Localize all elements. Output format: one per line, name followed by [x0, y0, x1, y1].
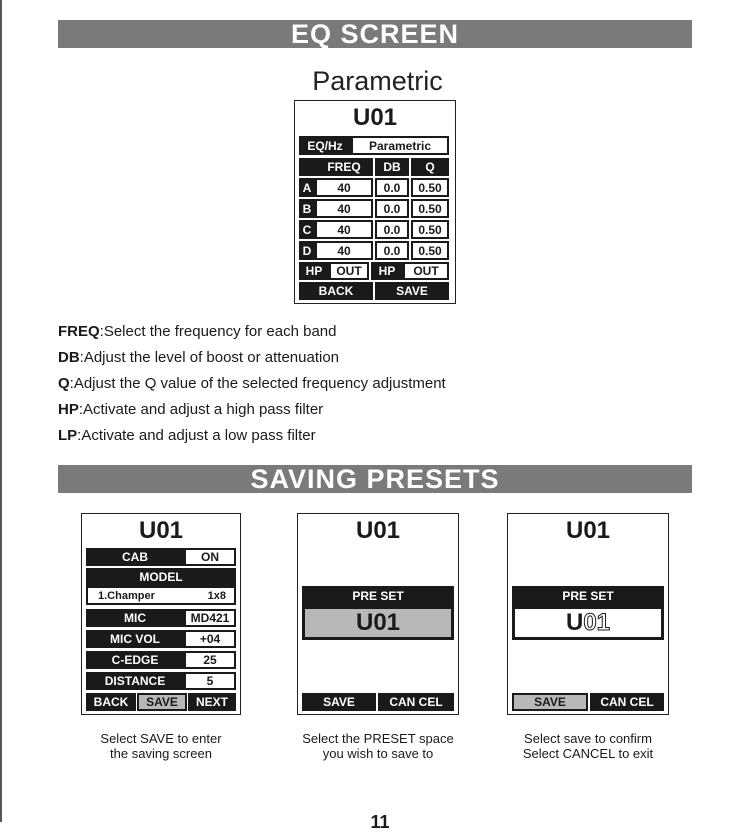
mic-value[interactable]: MD421	[184, 609, 236, 627]
model-value[interactable]: 1.Champer 1x8	[86, 586, 236, 605]
band-db-value[interactable]: 0.0	[375, 220, 409, 239]
preset-screen-1: U01 CAB ON MODEL 1.Champer 1x8 MIC MD421…	[81, 513, 241, 715]
band-freq-value[interactable]: 40	[315, 178, 373, 197]
screen1-title: U01	[138, 517, 184, 544]
freq-header: FREQ	[315, 158, 373, 176]
preset-screen-2: U01 PRE SET U01 SAVE CAN CEL	[297, 513, 459, 715]
screen3-title: U01	[565, 517, 611, 544]
next-button[interactable]: NEXT	[188, 693, 236, 711]
model-label: MODEL	[86, 568, 236, 586]
eq-screen-title: U01	[352, 104, 398, 131]
desc-freq: FREQ:Select the frequency for each band	[58, 323, 337, 340]
hp-value-2[interactable]: OUT	[403, 262, 449, 280]
preset-value-solid: U	[565, 609, 584, 636]
desc-q: Q:Adjust the Q value of the selected fre…	[58, 375, 446, 392]
band-label: B	[299, 199, 315, 218]
save-button[interactable]: SAVE	[302, 693, 376, 711]
screen2-title: U01	[355, 517, 401, 544]
save-button[interactable]: SAVE	[375, 282, 449, 300]
screen2-caption: Select the PRESET space you wish to save…	[302, 731, 454, 761]
distance-label: DISTANCE	[86, 672, 184, 690]
eq-hz-label: EQ/Hz	[299, 136, 351, 155]
preset-value[interactable]: U01	[302, 606, 454, 640]
c-edge-value[interactable]: 25	[184, 651, 236, 669]
band-q-value[interactable]: 0.50	[411, 199, 449, 218]
back-button[interactable]: BACK	[86, 693, 136, 711]
cancel-button[interactable]: CAN CEL	[378, 693, 454, 711]
eq-screen-banner: EQ SCREEN	[58, 20, 692, 49]
cancel-button[interactable]: CAN CEL	[590, 693, 664, 711]
page-edge-line	[0, 0, 2, 822]
preset-value-outline: 01	[583, 609, 611, 637]
c-edge-label: C-EDGE	[86, 651, 184, 669]
back-button[interactable]: BACK	[299, 282, 373, 300]
band-freq-value[interactable]: 40	[315, 220, 373, 239]
cab-value[interactable]: ON	[184, 548, 236, 566]
preset-label: PRE SET	[302, 586, 454, 606]
screen1-caption: Select SAVE to enter the saving screen	[100, 731, 222, 761]
preset-label: PRE SET	[512, 586, 664, 606]
eq-subtitle: Parametric	[312, 66, 443, 96]
mic-label: MIC	[86, 609, 184, 627]
desc-hp: HP:Activate and adjust a high pass filte…	[58, 401, 324, 418]
mic-vol-value[interactable]: +04	[184, 630, 236, 648]
distance-value[interactable]: 5	[184, 672, 236, 690]
save-button[interactable]: SAVE	[137, 693, 187, 711]
cab-label: CAB	[86, 548, 184, 566]
screen3-caption: Select save to confirm Select CANCEL to …	[522, 731, 654, 761]
desc-lp: LP:Activate and adjust a low pass filter	[58, 427, 316, 444]
band-db-value[interactable]: 0.0	[375, 241, 409, 260]
page-number: 11	[370, 812, 390, 832]
band-header-spacer	[299, 158, 315, 176]
band-db-value[interactable]: 0.0	[375, 178, 409, 197]
band-label: C	[299, 220, 315, 239]
hp-value[interactable]: OUT	[329, 262, 369, 280]
band-label: D	[299, 241, 315, 260]
band-q-value[interactable]: 0.50	[411, 220, 449, 239]
band-q-value[interactable]: 0.50	[411, 241, 449, 260]
band-freq-value[interactable]: 40	[315, 199, 373, 218]
model-name: 1.Champer	[98, 589, 155, 602]
q-header: Q	[411, 158, 449, 176]
save-button[interactable]: SAVE	[512, 693, 588, 711]
eq-mode-value[interactable]: Parametric	[351, 136, 449, 155]
band-freq-value[interactable]: 40	[315, 241, 373, 260]
band-db-value[interactable]: 0.0	[375, 199, 409, 218]
hp-label-2: HP	[371, 262, 403, 280]
saving-presets-banner: SAVING PRESETS	[58, 465, 692, 494]
band-q-value[interactable]: 0.50	[411, 178, 449, 197]
eq-screen-panel: U01 EQ/Hz Parametric FREQ DB Q A 40 0.0 …	[294, 100, 456, 304]
hp-label: HP	[299, 262, 329, 280]
desc-db: DB:Adjust the level of boost or attenuat…	[58, 349, 340, 366]
db-header: DB	[375, 158, 409, 176]
model-size: 1x8	[207, 589, 226, 602]
band-label: A	[299, 178, 315, 197]
mic-vol-label: MIC VOL	[86, 630, 184, 648]
